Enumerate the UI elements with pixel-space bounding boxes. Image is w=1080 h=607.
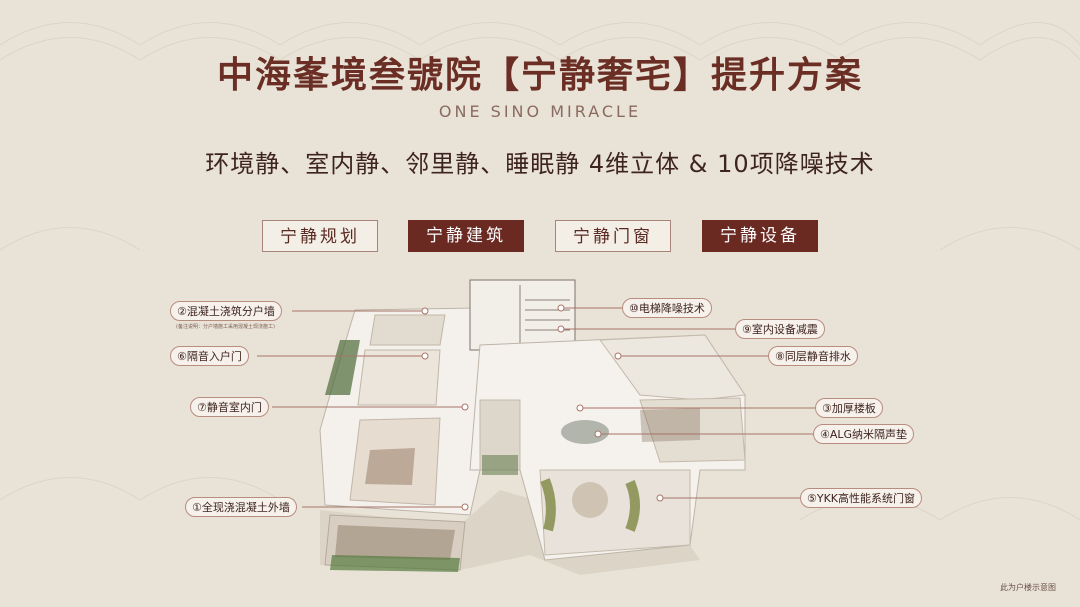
label-alg-nano-sound-pad: ④ALG纳米隔声垫 <box>813 424 915 444</box>
label-thickened-floor-slab: ③加厚楼板 <box>815 398 883 418</box>
label-concrete-party-wall: ②混凝土浇筑分户墙 <box>170 301 282 321</box>
diagram-footnote: 此为户楼示意图 <box>1000 583 1056 592</box>
tagline: 环境静、室内静、邻里静、睡眠静 4维立体 & 10项降噪技术 <box>205 150 875 178</box>
label-soundproof-entry-door: ⑥隔音入户门 <box>170 346 249 366</box>
chip-quiet-windows-doors[interactable]: 宁静门窗 <box>555 220 671 252</box>
page-title: 中海峯境叁號院【宁静奢宅】提升方案 <box>216 55 863 96</box>
party-wall-note: (备注说明：分户墙施工采用混凝土现浇施工) <box>176 324 275 330</box>
label-same-floor-silent-drainage: ⑧同层静音排水 <box>768 346 858 366</box>
english-subtitle: ONE SINO MIRACLE <box>438 102 642 121</box>
chip-quiet-planning[interactable]: 宁静规划 <box>262 220 378 252</box>
chip-quiet-equipment[interactable]: 宁静设备 <box>702 220 818 252</box>
label-ykk-window-system: ⑤YKK高性能系统门窗 <box>800 488 923 508</box>
label-equipment-vibration-damping: ⑨室内设备减震 <box>735 319 825 339</box>
label-cast-concrete-exterior-wall: ①全现浇混凝土外墙 <box>185 497 297 517</box>
chip-quiet-architecture[interactable]: 宁静建筑 <box>408 220 524 252</box>
label-elevator-noise-reduction: ⑩电梯降噪技术 <box>622 298 712 318</box>
label-silent-interior-door: ⑦静音室内门 <box>190 397 269 417</box>
